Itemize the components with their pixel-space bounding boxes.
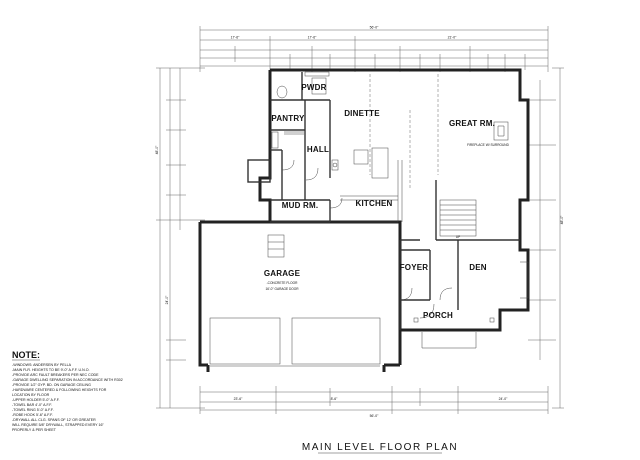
dim-bottom-left: 23'-6" [234, 397, 243, 401]
dim-bottom-right: 24'-0" [499, 397, 508, 401]
room-label-kitchen: KITCHEN [356, 199, 393, 208]
stairs [439, 199, 477, 237]
fireplace-note: FIREPLACE W/ SURROUND [467, 143, 509, 147]
exterior-walls [198, 68, 530, 372]
notes-lines: -WINDOWS: ANDERSEN BY PELLA-MAIN FLR. HE… [12, 363, 123, 432]
annotations: FIREPLACE W/ SURROUND -CONCRETE FLOOR 16… [265, 143, 509, 291]
bottom-dimension-strings [199, 386, 549, 414]
dim-left-lower: 24'-0" [165, 295, 169, 304]
room-label-pantry: PANTRY [271, 114, 305, 123]
note-line: -TOWEL BAR 4'-0" A.F.F. [12, 403, 52, 407]
notes-heading: NOTE: [12, 350, 40, 360]
room-label-dinette: DINETTE [344, 109, 380, 118]
garage-steps [267, 234, 285, 258]
room-label-mud-rm: MUD RM. [282, 201, 319, 210]
room-labels: PWDR PANTRY HALL DINETTE GREAT RM. KITCH… [264, 83, 495, 320]
dim-overall-left: 48'-0" [155, 145, 159, 154]
note-line: -GARAGE DWELLING SEPARATION IN ACCORDANC… [12, 378, 123, 382]
room-label-garage: GARAGE [264, 269, 301, 278]
note-line: -UPPER HOLDER 5'-0" A.F.F. [12, 398, 60, 402]
dim-top-mid: 17'-6" [308, 36, 317, 40]
dim-top-right: 21'-0" [448, 36, 457, 40]
note-line: -DRYWALL ALL CLG. SPANS OF 12' OR GREATE… [12, 418, 96, 422]
dim-bottom-mid: 8'-6" [331, 397, 339, 401]
garage-door-note: 16'-0" GARAGE DOOR [265, 287, 299, 291]
note-line: LOCATION BY FLOOR [12, 393, 50, 397]
room-label-den: DEN [469, 263, 487, 272]
fixtures [209, 71, 529, 367]
dim-overall-bottom: 56'-0" [370, 414, 379, 418]
dim-top-left: 17'-6" [231, 36, 240, 40]
notes-block: NOTE: -WINDOWS: ANDERSEN BY PELLA-MAIN F… [12, 350, 123, 432]
note-line: -ROBE HOOK 5'-6" A.F.F. [12, 413, 53, 417]
room-label-porch: PORCH [423, 311, 453, 320]
interior-walls [270, 72, 520, 330]
top-dimension-strings [199, 26, 549, 72]
right-dimension-strings [528, 67, 564, 409]
room-label-great-rm: GREAT RM. [449, 119, 495, 128]
left-dimension-strings [156, 67, 205, 409]
note-line: -MAIN FLR. HEIGHTS TO BE 9'-0" A.F.F. U.… [12, 368, 90, 372]
dim-overall-top: 56'-0" [370, 26, 379, 30]
dim-overall-right: 48'-0" [560, 215, 564, 224]
note-line: WILL REQUIRE 5/8" DRYWALL, STRAPPED EVER… [12, 423, 104, 427]
room-label-pwdr: PWDR [301, 83, 326, 92]
room-label-hall: HALL [307, 145, 329, 154]
note-line: -HARDWARE CENTERED & FOLLOWING HEIGHTS F… [12, 388, 107, 392]
note-line: -TOWEL RING 5'-0" A.F.F. [12, 408, 54, 412]
note-line: -PROVIDE ARC FAULT BREAKERS PER NEC CODE [12, 373, 99, 377]
garage-floor-note: -CONCRETE FLOOR [267, 281, 299, 285]
stair-up-label: UP [456, 235, 460, 239]
plan-title: MAIN LEVEL FLOOR PLAN [302, 442, 458, 453]
note-line: -WINDOWS: ANDERSEN BY PELLA [12, 363, 72, 367]
note-line: -PROVIDE 1/2" GYP. BD. ON GARAGE CEILING [12, 383, 91, 387]
room-label-foyer: FOYER [400, 263, 429, 272]
note-line: PROPERLY & PER SHEET [12, 428, 57, 432]
